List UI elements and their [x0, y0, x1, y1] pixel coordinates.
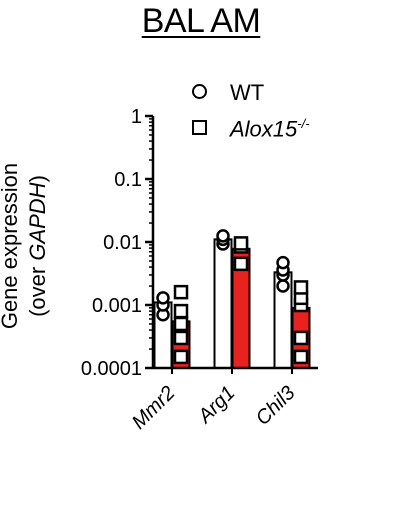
data-point-square — [293, 330, 309, 346]
y-tick-label: 0.0001 — [81, 358, 142, 380]
y-axis-label-gene: GAPDH — [25, 182, 50, 261]
square-marker-icon — [192, 120, 207, 135]
data-point-square — [173, 330, 189, 346]
legend-label-ko-sup: -/- — [297, 116, 310, 131]
y-tick-label: 0.01 — [103, 232, 142, 254]
data-point-circle — [276, 255, 290, 270]
circle-marker-icon — [192, 84, 207, 99]
y-tick-label: 0.1 — [114, 169, 142, 191]
legend-label-wt: WT — [230, 80, 265, 105]
y-axis-label-prefix: (over — [25, 260, 50, 317]
x-tick-label: Chil3 — [252, 382, 300, 430]
data-point-circle — [156, 291, 170, 305]
bar-arg1-wt — [213, 238, 233, 369]
y-axis-label-suffix: ) — [25, 175, 50, 183]
data-point-square — [173, 303, 189, 319]
y-tick-label: 1 — [131, 106, 142, 128]
data-point-square — [233, 236, 249, 251]
legend-label-ko: Alox15-/- — [230, 116, 310, 142]
y-tick-label: 0.001 — [92, 295, 142, 317]
data-point-square — [173, 316, 189, 332]
legend-label-ko-gene: Alox15 — [230, 116, 298, 142]
y-axis-label: Gene expression (over GAPDH) — [0, 163, 52, 329]
data-point-square — [173, 349, 189, 365]
x-tick-label: Mmr2 — [128, 382, 180, 434]
points-layer — [156, 229, 309, 365]
data-point-square — [233, 256, 249, 272]
x-tick-label: Arg1 — [193, 382, 239, 428]
data-point-square — [293, 280, 309, 295]
chart-title: BAL AM — [141, 2, 261, 40]
y-axis-label-line2: (over GAPDH) — [24, 163, 52, 329]
data-point-circle — [276, 279, 290, 293]
bars-layer — [153, 233, 311, 370]
data-point-circle — [216, 229, 230, 243]
data-point-square — [293, 349, 309, 365]
data-point-square — [173, 284, 189, 300]
y-axis-label-line1: Gene expression — [0, 162, 22, 330]
